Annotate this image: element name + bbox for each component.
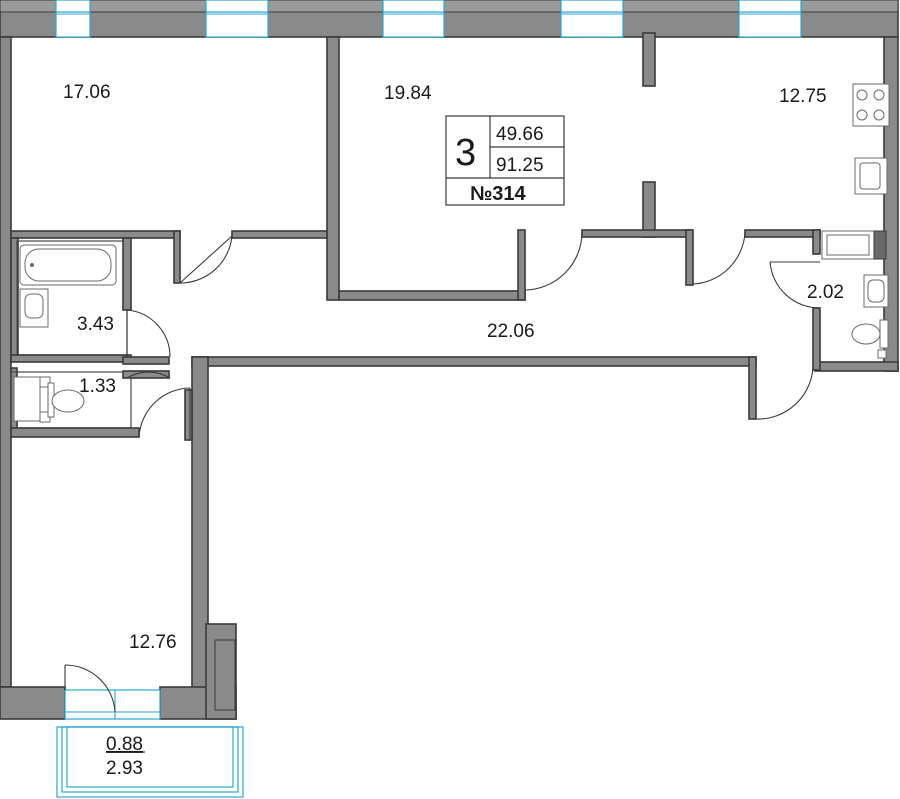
partition-wall — [812, 307, 821, 371]
room-area-hallway: 22.06 — [487, 321, 535, 342]
door-kitchen — [692, 232, 746, 285]
partition-wall — [517, 229, 526, 301]
partition-wall — [173, 230, 181, 284]
partition-wall — [812, 229, 821, 255]
toilet-icon — [51, 389, 85, 413]
toilet-icon — [851, 323, 881, 345]
partition-wall — [122, 370, 170, 379]
left-wall — [0, 36, 12, 688]
top-wall — [0, 0, 899, 38]
partition-wall — [231, 230, 328, 239]
room-area-bedroom-bottom: 12.76 — [129, 632, 177, 653]
corridor-wall — [748, 356, 757, 420]
door-living — [524, 232, 583, 291]
stove-icon — [852, 83, 890, 127]
room-area-wc-right: 2.02 — [807, 282, 844, 303]
door-wc-right — [769, 261, 821, 309]
partition-wall — [10, 354, 132, 363]
rooms-count: 3 — [455, 132, 476, 174]
door-wc-small — [126, 371, 171, 379]
partition-wall — [338, 290, 526, 301]
doors — [64, 232, 821, 713]
partition-wall — [581, 229, 693, 238]
corridor-wall — [191, 356, 757, 367]
room-area-bathroom: 3.43 — [77, 314, 114, 335]
partition-wall — [122, 237, 132, 311]
balcony-door — [64, 689, 161, 720]
cabinet-icon — [13, 376, 41, 422]
apartment-number: №314 — [470, 183, 527, 205]
apartment-info: 3 49.66 91.25 №314 — [445, 115, 565, 206]
partition-wall — [10, 427, 140, 438]
door-bedroom — [179, 235, 233, 284]
total-area: 91.25 — [496, 155, 544, 176]
partition-wall — [642, 181, 656, 238]
partition-wall — [685, 229, 694, 286]
toilet-tank-icon — [879, 319, 889, 349]
room-area-wc-small: 1.33 — [79, 376, 116, 397]
door-balcony — [64, 664, 116, 713]
bottom-wall — [0, 686, 66, 720]
bottom-wall — [205, 623, 237, 720]
door-hallway — [755, 365, 814, 420]
fixtures — [13, 83, 890, 423]
room-area-kitchen: 12.75 — [779, 86, 827, 107]
partition-wall — [10, 230, 181, 239]
living-area: 49.66 — [496, 124, 544, 145]
room-area-bedroom-left: 17.06 — [63, 82, 111, 103]
room-area-living: 19.84 — [384, 83, 432, 104]
partition-wall — [122, 356, 170, 365]
balcony — [56, 726, 244, 798]
balcony-area: 0.88 — [106, 734, 143, 755]
right-lower-wall — [814, 361, 899, 372]
partition-wall — [744, 229, 821, 238]
balcony-total: 2.93 — [106, 758, 143, 779]
door-bathroom — [126, 309, 171, 358]
partition-wall — [642, 32, 656, 87]
door-bedroom-bottom — [138, 387, 191, 440]
partition-wall — [326, 36, 340, 301]
